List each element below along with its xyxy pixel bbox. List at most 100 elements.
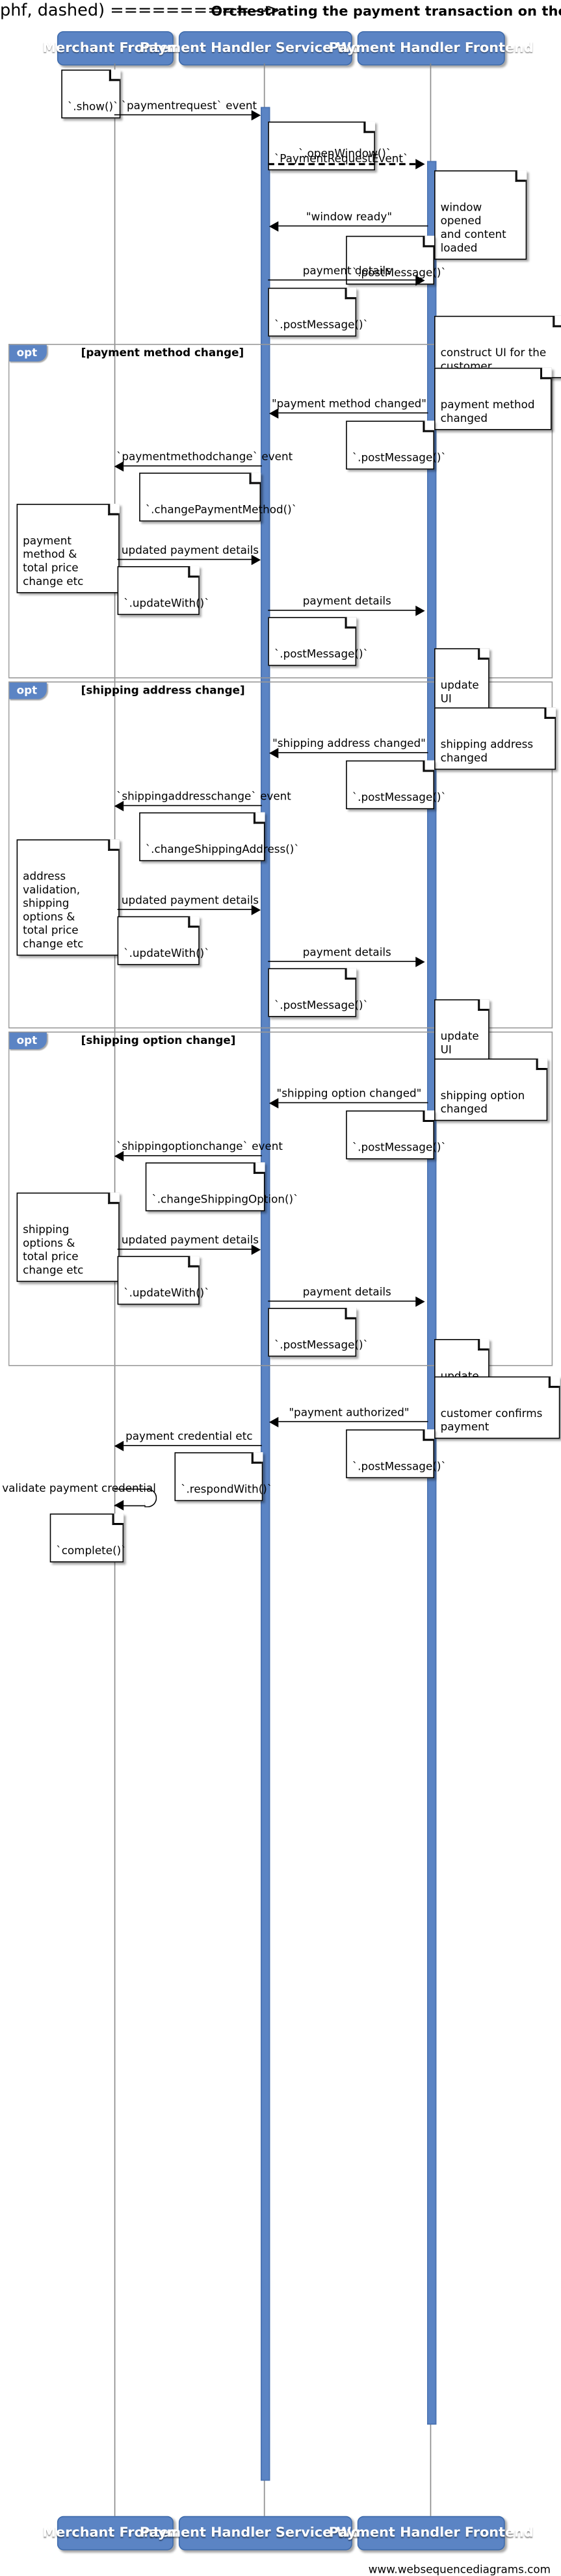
note-fold-icon	[188, 1256, 199, 1268]
message-arrow-openwindow	[415, 159, 425, 170]
message-arrow-updated-payment-details-1	[251, 554, 261, 566]
message-line-payment-details-3	[268, 961, 418, 962]
message-label-payment-details-3: payment details	[302, 946, 391, 959]
fragment-opt-shipping-option-change	[8, 1031, 553, 1366]
message-label-shippingaddresschange-event: `shippingaddresschange` event	[116, 790, 291, 803]
message-label-updated-payment-details-2: updated payment details	[121, 894, 259, 907]
message-label-payment-details-1: payment details	[302, 265, 391, 278]
message-label-payment-method-changed: "payment method changed"	[271, 398, 427, 411]
message-label-shipping-option-changed: "shipping option changed"	[276, 1087, 422, 1100]
message-label-window-ready: "window ready"	[306, 211, 393, 224]
message-line-updated-payment-details-3	[117, 1248, 255, 1250]
actor-header-service-worker[interactable]: Payment Handler Service Worker	[140, 31, 391, 66]
message-label-updated-payment-details-3: updated payment details	[121, 1234, 259, 1247]
message-label-validate-payment-credential: validate payment credential	[2, 1482, 156, 1495]
lifeline-merchant	[114, 63, 116, 2516]
message-label-paymentmethodchange-event: `paymentmethodchange` event	[116, 450, 293, 463]
note-fold-icon	[345, 1308, 356, 1320]
message-label-shipping-address-changed: "shipping address changed"	[272, 737, 426, 750]
note-fold-icon	[478, 649, 489, 660]
message-label-shippingoptionchange-event: `shippingoptionchange` event	[116, 1140, 283, 1153]
note-fold-icon	[423, 237, 434, 248]
message-line-openwindow	[268, 163, 416, 166]
message-label-payment-details-2: payment details	[302, 595, 391, 608]
note-fold-icon	[423, 1430, 434, 1441]
note-fold-icon	[478, 1000, 489, 1011]
note-changeshippingaddress: `.changeShippingAddress()`	[139, 812, 300, 861]
actor-header-frontend-label: Payment Handler Frontend	[328, 40, 534, 57]
message-arrow-updated-payment-details-3	[251, 1244, 261, 1255]
message-arrow-shipping-option-changed	[268, 1098, 279, 1109]
self-message-validate-credential	[114, 1489, 157, 1507]
note-update-ui-2: update UI	[434, 999, 489, 1062]
watermark-link[interactable]: www.websequencediagrams.com	[368, 2564, 551, 2576]
note-payment-request-event: `PaymentRequestEvent`	[268, 121, 408, 171]
note-changepaymentmethod: `.changePaymentMethod()`	[139, 473, 297, 522]
message-arrow-payment-details-1	[415, 275, 425, 286]
actor-footer-frontend-label: Payment Handler Frontend	[328, 2525, 534, 2542]
actor-header-service-worker-label: Payment Handler Service Worker	[139, 40, 391, 57]
actor-footer-payment-handler-frontend[interactable]: Payment Handler Frontend	[329, 2516, 534, 2551]
note-fold-icon	[536, 1060, 547, 1071]
message-line-shippingoptionchange-event	[124, 1155, 262, 1156]
note-fold-icon	[188, 917, 199, 928]
message-line-shipping-option-changed	[278, 1102, 428, 1104]
note-fold-icon	[345, 289, 356, 300]
note-fold-icon	[544, 708, 555, 719]
message-arrow-payment-credential	[114, 1440, 124, 1451]
note-complete: `complete()`	[49, 1513, 127, 1563]
actor-footer-service-worker[interactable]: Payment Handler Service Worker	[140, 2516, 391, 2551]
message-line-paymentmethodchange-event	[124, 465, 262, 467]
actor-header-payment-handler-frontend[interactable]: Payment Handler Frontend	[329, 31, 534, 66]
message-arrow-shipping-address-changed	[268, 748, 279, 759]
note-address-validation: address validation, shipping options & t…	[16, 839, 120, 956]
message-arrow-payment-details-3	[415, 956, 425, 967]
message-label-payment-credential: payment credential etc	[125, 1430, 253, 1443]
message-line-updated-payment-details-1	[117, 558, 255, 560]
note-fold-icon	[423, 1112, 434, 1122]
note-shipping-options-price-change: shipping options & total price change et…	[16, 1192, 120, 1282]
message-line-paymentrequest	[114, 114, 255, 116]
message-line-window-ready	[278, 225, 428, 227]
note-customer-confirms-payment: customer confirms payment	[434, 1376, 560, 1439]
note-postmessage-payment-method: `.postMessage()`	[346, 421, 447, 470]
message-line-payment-credential	[124, 1445, 262, 1446]
note-payment-method-changed: payment method changed	[434, 367, 552, 430]
message-line-payment-details-1	[268, 279, 418, 281]
message-arrow-payment-authorized	[268, 1416, 279, 1427]
message-line-payment-method-changed	[278, 412, 428, 414]
note-fold-icon	[553, 317, 561, 328]
note-shipping-address-changed: shipping address changed	[434, 707, 556, 770]
message-label-openwindow: `.openWindow()`	[298, 147, 392, 161]
message-label-updated-payment-details-1: updated payment details	[121, 544, 259, 557]
note-fold-icon	[251, 1453, 262, 1464]
note-fold-icon	[249, 473, 260, 484]
note-shipping-option-changed: shipping option changed	[434, 1058, 548, 1121]
note-fold-icon	[423, 421, 434, 432]
message-arrow-shippingoptionchange-event	[114, 1151, 124, 1162]
actor-header-merchant[interactable]: Merchant Frontend	[42, 31, 188, 66]
self-message-bottom-segment	[114, 1505, 146, 1507]
message-line-shipping-address-changed	[278, 752, 428, 753]
note-payment-method-price-change: payment method & total price change etc	[16, 504, 120, 593]
note-fold-icon	[253, 813, 264, 824]
message-arrow-payment-method-changed	[268, 408, 279, 419]
message-arrow-updated-payment-details-2	[251, 904, 261, 915]
note-updatewith-1: `.updateWith()`	[117, 566, 210, 616]
actor-header-merchant-label: Merchant Frontend	[42, 40, 189, 57]
message-arrow-validate-credential	[114, 1500, 124, 1511]
message-arrow-payment-details-4	[415, 1296, 425, 1307]
fragment-opt-payment-method-change	[8, 343, 553, 679]
message-arrow-shippingaddresschange-event	[114, 801, 124, 812]
note-show: `.show()`	[61, 70, 121, 119]
note-respondwith: `.respondWith()`	[174, 1452, 272, 1502]
fragment-label-opt-1: opt	[9, 345, 47, 362]
self-message-top-segment	[114, 1489, 146, 1490]
self-message-turn	[144, 1489, 157, 1507]
message-line-updated-payment-details-2	[117, 909, 255, 910]
note-postmessage-payment-details-2: `.postMessage()`	[268, 617, 369, 666]
note-fold-icon	[515, 171, 526, 182]
note-fold-icon	[108, 840, 119, 851]
note-fold-icon	[345, 618, 356, 629]
fragment-condition-2: [shipping address change]	[81, 684, 245, 697]
